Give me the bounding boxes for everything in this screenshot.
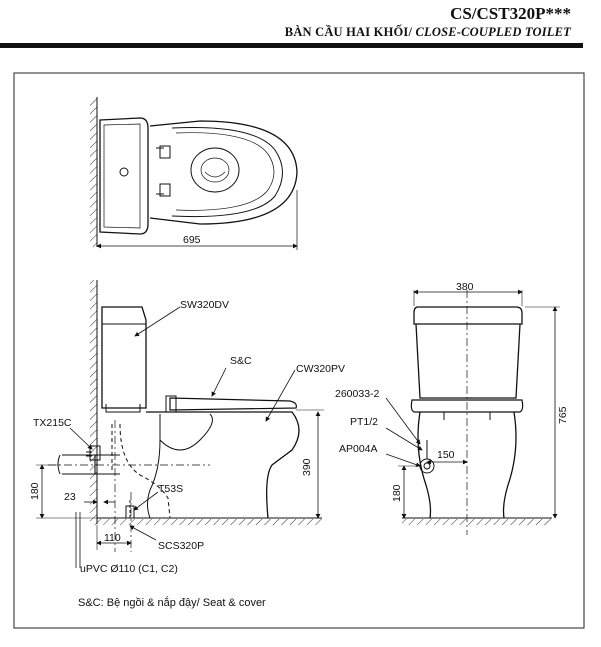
top-flush-button <box>119 167 129 177</box>
dim-110: 110 <box>104 532 121 544</box>
label-thread: PT1/2 <box>350 416 378 428</box>
label-valve: TX215C <box>33 417 72 429</box>
header-rule <box>0 43 583 48</box>
legend-note: S&C: Bệ ngồi & nắp đậy/ Seat & cover <box>78 597 266 609</box>
label-hose: 260033-2 <box>335 388 380 400</box>
dim-180-side: 180 <box>29 482 41 500</box>
label-seat: S&C <box>230 355 252 367</box>
top-width-dim: 695 <box>183 234 201 246</box>
product-title: BÀN CẦU HAI KHỐI/ CLOSE-COUPLED TOILET <box>285 25 571 40</box>
front-tank <box>413 306 523 325</box>
front-floor-hatch <box>402 519 552 525</box>
dim-390: 390 <box>301 458 313 476</box>
label-flange: SCS320P <box>158 540 204 552</box>
side-tank <box>101 306 147 409</box>
label-tank: SW320DV <box>180 299 229 311</box>
side-seat <box>169 397 297 411</box>
title-en: CLOSE-COUPLED TOILET <box>415 25 571 39</box>
dim-765: 765 <box>557 406 569 424</box>
top-tank <box>99 117 149 235</box>
side-view <box>36 280 324 568</box>
label-stopvalve: AP004A <box>339 443 378 455</box>
dim-180-front: 180 <box>391 484 403 502</box>
front-view <box>385 289 560 535</box>
dim-150: 150 <box>437 449 455 461</box>
label-bowl: CW320PV <box>296 363 345 375</box>
front-stop-valve <box>419 458 435 474</box>
front-bowl <box>417 411 517 519</box>
top-view <box>90 97 298 250</box>
drawing-frame <box>13 72 585 629</box>
dim-380: 380 <box>456 281 474 293</box>
side-drain-pipe <box>62 454 96 475</box>
side-bowl <box>146 411 300 519</box>
model-number: CS/CST320P*** <box>450 4 571 23</box>
title-vi: BÀN CẦU HAI KHỐI/ <box>284 25 413 39</box>
top-bowl <box>149 120 298 225</box>
side-wall-hatch <box>90 280 97 525</box>
top-wall-hatch <box>90 97 97 247</box>
dim-23: 23 <box>64 491 76 503</box>
label-bolt: T53S <box>158 483 183 495</box>
side-floor-hatch <box>97 519 322 525</box>
label-pipe: uPVC Ø110 (C1, C2) <box>80 563 178 575</box>
